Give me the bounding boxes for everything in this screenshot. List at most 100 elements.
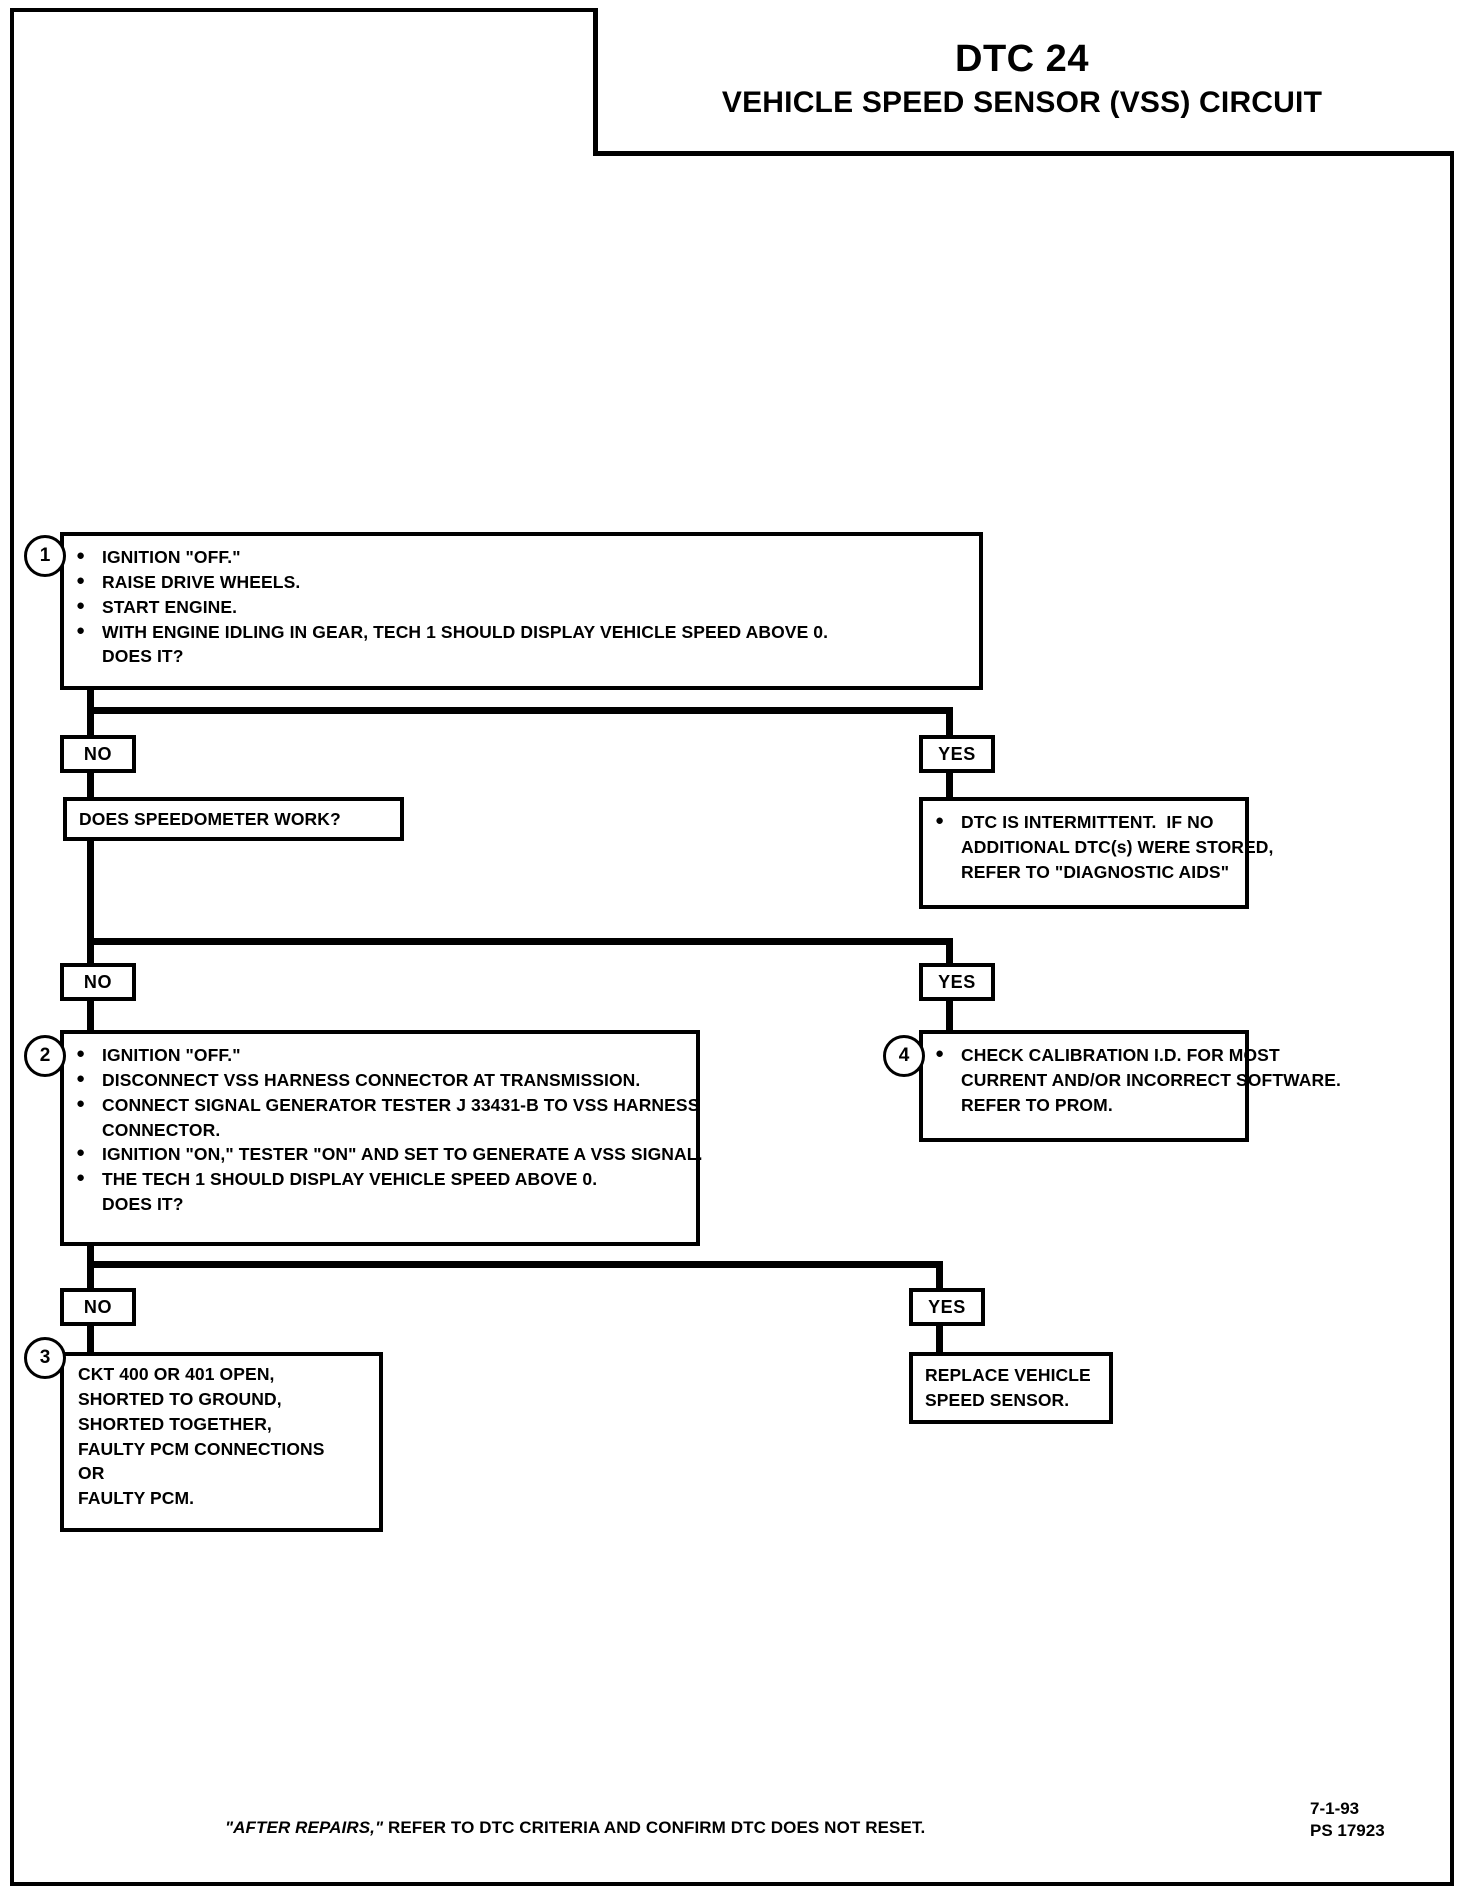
step-4-text: CURRENT AND/OR INCORRECT SOFTWARE.	[961, 1069, 1341, 1090]
title-block: DTC 24 VEHICLE SPEED SENSOR (VSS) CIRCUI…	[593, 8, 1454, 156]
dtc-intermittent-line: ADDITIONAL DTC(s) WERE STORED,	[935, 835, 1273, 860]
connector-no1-down	[87, 771, 94, 801]
replace-vss-line: REPLACE VEHICLE	[925, 1363, 1099, 1388]
speedometer-lines: DOES SPEEDOMETER WORK?	[67, 801, 400, 838]
step-3-line: OR	[78, 1461, 369, 1486]
connector-row2-horizontal	[87, 938, 953, 945]
step-3-lines: CKT 400 OR 401 OPEN, SHORTED TO GROUND, …	[64, 1356, 379, 1517]
connector-row2-down-left	[87, 938, 94, 966]
page-border	[10, 8, 1454, 1886]
replace-vss-text: REPLACE VEHICLE	[925, 1365, 1091, 1385]
bullet-icon	[76, 545, 102, 566]
dtc-code-title: DTC 24	[955, 38, 1089, 81]
step-1-line: WITH ENGINE IDLING IN GEAR, TECH 1 SHOUL…	[76, 620, 969, 645]
connector-no2-down	[87, 1001, 94, 1033]
step-4-text: CHECK CALIBRATION I.D. FOR MOST	[961, 1045, 1280, 1065]
step-3-text: FAULTY PCM.	[78, 1488, 195, 1509]
bullet-icon	[76, 1068, 102, 1089]
step-1-text: WITH ENGINE IDLING IN GEAR, TECH 1 SHOUL…	[102, 621, 829, 642]
connector-row3-horizontal	[87, 1261, 943, 1268]
step-1-line: IGNITION "OFF."	[76, 545, 969, 570]
footer-date: 7-1-93	[1310, 1799, 1360, 1818]
dtc-intermittent-text: ADDITIONAL DTC(s) WERE STORED,	[961, 836, 1274, 857]
bullet-icon	[76, 1093, 102, 1114]
bullet-icon	[935, 810, 961, 831]
replace-vss-lines: REPLACE VEHICLE SPEED SENSOR.	[913, 1356, 1109, 1420]
dtc-intermittent-text: REFER TO "DIAGNOSTIC AIDS"	[961, 861, 1230, 882]
connector-step1-horizontal	[87, 707, 953, 714]
branch-no-2[interactable]: NO	[60, 963, 136, 1001]
step-1-line: RAISE DRIVE WHEELS.	[76, 570, 969, 595]
step-3-text: CKT 400 OR 401 OPEN,	[78, 1364, 275, 1384]
step-2-line: IGNITION "ON," TESTER "ON" AND SET TO GE…	[76, 1142, 702, 1167]
connector-speedometer-down	[87, 841, 94, 945]
step-4-line: CHECK CALIBRATION I.D. FOR MOST	[935, 1043, 1280, 1068]
branch-yes-1[interactable]: YES	[919, 735, 995, 773]
step-number-1: 1	[24, 535, 66, 577]
step-1-text: RAISE DRIVE WHEELS.	[102, 571, 301, 592]
step-2-line: IGNITION "OFF."	[76, 1043, 686, 1068]
replace-vss-text: SPEED SENSOR.	[925, 1389, 1070, 1410]
step-3-line: SHORTED TO GROUND,	[78, 1387, 369, 1412]
step-number-4: 4	[883, 1035, 925, 1077]
step-4-lines: CHECK CALIBRATION I.D. FOR MOST CURRENT …	[923, 1034, 1341, 1127]
replace-vss-line: SPEED SENSOR.	[925, 1388, 1099, 1413]
step-number-3: 3	[24, 1337, 66, 1379]
dtc-intermittent-line: DTC IS INTERMITTENT. IF NO	[935, 810, 1235, 835]
step-2-text: THE TECH 1 SHOULD DISPLAY VEHICLE SPEED …	[102, 1169, 598, 1190]
bullet-icon	[76, 570, 102, 591]
branch-no-3[interactable]: NO	[60, 1288, 136, 1326]
step-3-text: FAULTY PCM CONNECTIONS	[78, 1438, 325, 1459]
dtc-intermittent-line: REFER TO "DIAGNOSTIC AIDS"	[935, 860, 1235, 885]
step-3-text: SHORTED TOGETHER,	[78, 1413, 272, 1434]
dtc-intermittent-text: DTC IS INTERMITTENT. IF NO	[961, 812, 1214, 832]
step-2-text: DOES IT?	[102, 1194, 184, 1215]
connector-yes2-down	[946, 1001, 953, 1033]
step-number-2: 2	[24, 1035, 66, 1077]
step-1-text: START ENGINE.	[102, 596, 238, 617]
step-2-text: DISCONNECT VSS HARNESS CONNECTOR AT TRAN…	[102, 1069, 641, 1090]
step-2-lines: IGNITION "OFF." DISCONNECT VSS HARNESS C…	[64, 1034, 702, 1226]
step-2-text: CONNECTOR.	[102, 1119, 221, 1140]
speedometer-text: DOES SPEEDOMETER WORK?	[79, 809, 341, 829]
footer-code: PS 17923	[1310, 1821, 1385, 1840]
step-2-line: CONNECTOR.	[76, 1118, 686, 1143]
step-1-lines: IGNITION "OFF." RAISE DRIVE WHEELS. STAR…	[64, 536, 979, 678]
step-1-box: IGNITION "OFF." RAISE DRIVE WHEELS. STAR…	[60, 532, 983, 690]
connector-row2-down-right	[946, 938, 953, 966]
connector-step1-to-no	[87, 707, 94, 737]
step-3-line: CKT 400 OR 401 OPEN,	[78, 1362, 369, 1387]
step-3-box: CKT 400 OR 401 OPEN, SHORTED TO GROUND, …	[60, 1352, 383, 1532]
dtc-intermittent-box: DTC IS INTERMITTENT. IF NO ADDITIONAL DT…	[919, 797, 1273, 909]
branch-yes-2[interactable]: YES	[919, 963, 995, 1001]
step-3-line: FAULTY PCM CONNECTIONS	[78, 1437, 369, 1462]
step-2-line: DOES IT?	[76, 1192, 686, 1217]
branch-yes-3[interactable]: YES	[909, 1288, 985, 1326]
step-4-line: CURRENT AND/OR INCORRECT SOFTWARE.	[935, 1068, 1341, 1093]
bullet-icon	[76, 1142, 102, 1163]
step-2-text: IGNITION "ON," TESTER "ON" AND SET TO GE…	[102, 1144, 703, 1165]
step-3-line: FAULTY PCM.	[78, 1486, 369, 1511]
dtc-name-title: VEHICLE SPEED SENSOR (VSS) CIRCUIT	[721, 86, 1323, 120]
step-2-text: IGNITION "OFF."	[102, 1045, 241, 1065]
dtc-intermittent-lines: DTC IS INTERMITTENT. IF NO ADDITIONAL DT…	[923, 801, 1273, 894]
connector-yes1-down	[946, 771, 953, 801]
connector-row3-down-right	[936, 1261, 943, 1291]
step-4-box: CHECK CALIBRATION I.D. FOR MOST CURRENT …	[919, 1030, 1341, 1142]
footer-note: "AFTER REPAIRS," REFER TO DTC CRITERIA A…	[225, 1818, 925, 1838]
speedometer-question-box: DOES SPEEDOMETER WORK?	[63, 797, 404, 841]
step-3-text: OR	[78, 1463, 105, 1484]
bullet-icon	[76, 1043, 102, 1064]
step-2-line: THE TECH 1 SHOULD DISPLAY VEHICLE SPEED …	[76, 1167, 686, 1192]
bullet-icon	[935, 1043, 961, 1064]
step-1-line: DOES IT?	[76, 644, 969, 669]
replace-vss-box: REPLACE VEHICLE SPEED SENSOR.	[909, 1352, 1113, 1424]
bullet-icon	[76, 595, 102, 616]
branch-no-1[interactable]: NO	[60, 735, 136, 773]
bullet-icon	[76, 620, 102, 641]
step-2-line: DISCONNECT VSS HARNESS CONNECTOR AT TRAN…	[76, 1068, 686, 1093]
connector-step1-down-left	[87, 690, 94, 714]
step-2-text: CONNECT SIGNAL GENERATOR TESTER J 33431-…	[102, 1094, 700, 1115]
connector-no3-down	[87, 1326, 94, 1356]
